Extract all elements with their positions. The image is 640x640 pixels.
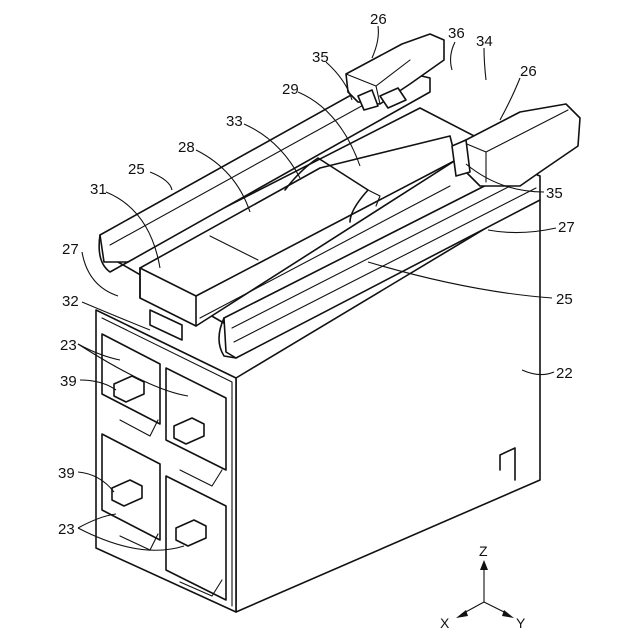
label-39-top: 39 <box>60 373 77 390</box>
label-23-top: 23 <box>60 337 77 354</box>
axis-y-label: Y <box>516 615 526 631</box>
label-36: 36 <box>448 25 465 42</box>
label-26-right: 26 <box>520 63 537 80</box>
label-22: 22 <box>556 365 573 382</box>
latch-26-right <box>452 104 580 186</box>
label-34: 34 <box>476 33 493 50</box>
label-25-right: 25 <box>556 291 573 308</box>
label-32: 32 <box>62 293 79 310</box>
label-28: 28 <box>178 139 195 156</box>
coordinate-axes: Z X Y <box>440 543 526 631</box>
label-35-right: 35 <box>546 185 563 202</box>
label-39-bottom: 39 <box>58 465 75 482</box>
label-35-top: 35 <box>312 49 329 66</box>
label-27-left: 27 <box>62 241 79 258</box>
label-26-top: 26 <box>370 11 387 28</box>
label-23-bottom: 23 <box>58 521 75 538</box>
latch-26-left <box>346 34 444 110</box>
label-31: 31 <box>90 181 107 198</box>
label-33: 33 <box>226 113 243 130</box>
label-27-right: 27 <box>558 219 575 236</box>
axis-z-label: Z <box>479 543 488 559</box>
label-29: 29 <box>282 81 299 98</box>
axis-x-label: X <box>440 615 450 631</box>
label-25-top: 25 <box>128 161 145 178</box>
